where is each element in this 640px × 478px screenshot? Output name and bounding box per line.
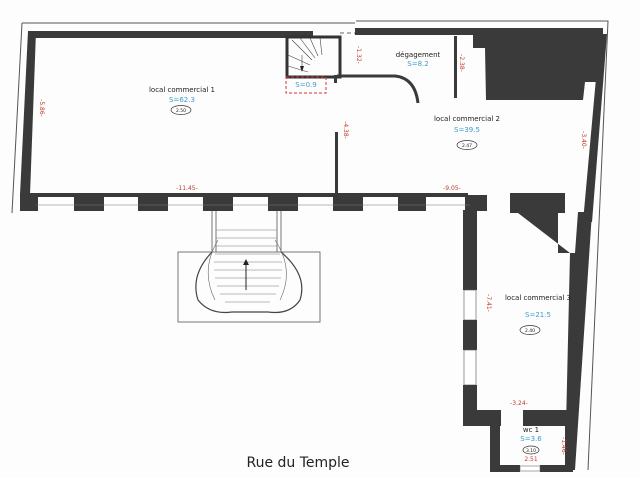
street-label: Rue du Temple — [246, 455, 349, 471]
dimension: -3.24- — [510, 400, 528, 407]
curved-wall — [337, 74, 420, 104]
room-area: S=3.6 — [520, 435, 542, 443]
wall — [355, 28, 603, 35]
dimension: -7.41- — [485, 294, 492, 312]
dimension: -11.45- — [176, 185, 198, 192]
wall — [28, 31, 313, 38]
stair-steps — [287, 37, 323, 73]
facade-pillars — [20, 193, 565, 213]
dimension: -2.38- — [458, 54, 465, 72]
dimension: -1.32- — [355, 46, 362, 64]
dimension: -3.40- — [580, 131, 587, 149]
room-name: local commercial 1 — [149, 86, 215, 94]
wall — [518, 212, 592, 470]
outer-line — [11, 22, 23, 214]
room-name: local commercial 3 — [505, 294, 571, 302]
room-name: dégagement — [396, 51, 441, 59]
stair-arrow-icon — [300, 66, 304, 72]
wall-mass — [473, 34, 603, 100]
room-name: local commercial 2 — [434, 115, 500, 123]
partition-wall — [454, 36, 457, 98]
ceiling-height: 2.50 — [176, 108, 186, 114]
dimension: -1.46- — [560, 437, 567, 455]
room-area: S=8.2 — [407, 60, 428, 68]
ceiling-height: 2.40 — [525, 328, 535, 334]
room-name: wc 1 — [523, 426, 539, 434]
partition-wall — [335, 132, 338, 195]
entrance-stair — [177, 211, 321, 323]
dimension: -5.86- — [38, 99, 45, 117]
facade-wall — [20, 193, 468, 197]
wall — [583, 34, 607, 222]
entrance-arrow-icon — [243, 259, 249, 265]
wc-wall — [490, 420, 500, 472]
ceiling-height: 2.47 — [462, 143, 472, 149]
room-area: S=39.5 — [454, 126, 480, 134]
outer-line — [356, 20, 609, 471]
wall — [463, 210, 477, 290]
wc-dimension: 2.51 — [524, 456, 538, 463]
room-area: S=62.3 — [169, 96, 195, 104]
wall — [20, 31, 36, 195]
room-area: S=21.5 — [525, 311, 551, 319]
dimension: -4.38- — [342, 121, 349, 139]
stair-area: S=0.9 — [295, 81, 316, 89]
dimension: -9.05- — [443, 185, 461, 192]
ceiling-height: 3.10 — [526, 448, 536, 454]
stair-area-box — [285, 76, 327, 94]
